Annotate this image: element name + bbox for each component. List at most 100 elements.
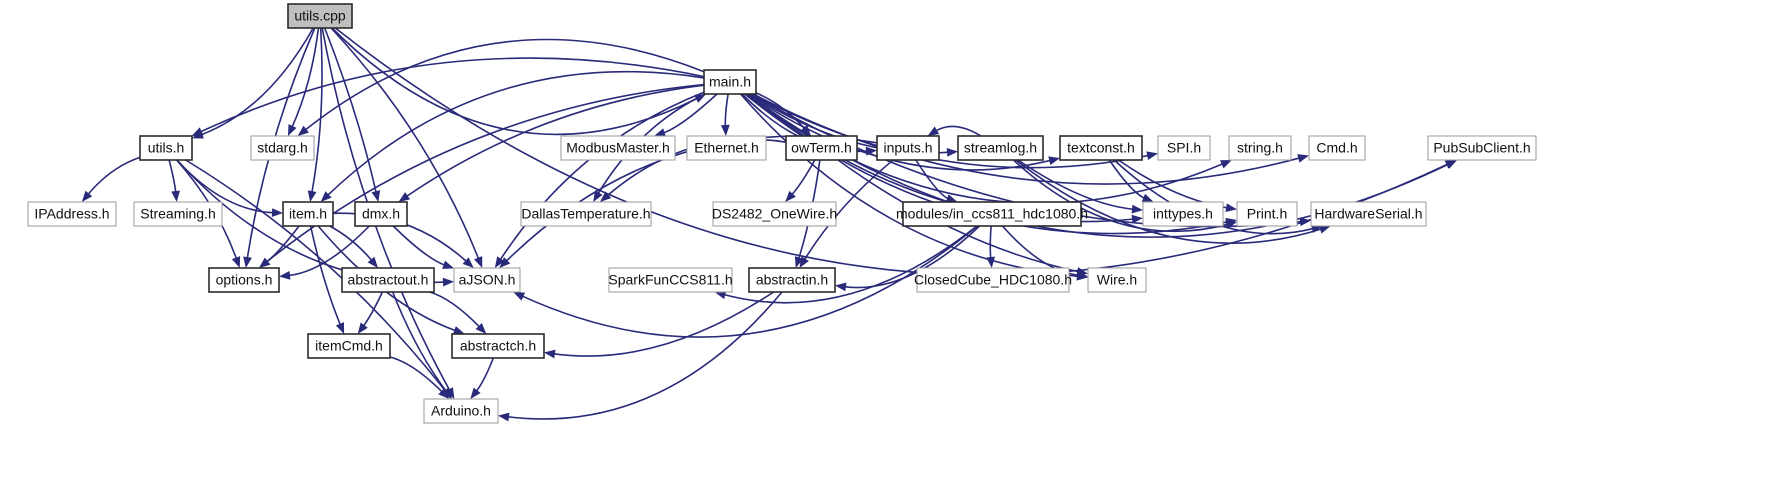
edge-arrowhead — [335, 322, 345, 334]
node-arduino-h[interactable]: Arduino.h — [423, 398, 499, 424]
node-hit-area[interactable] — [786, 136, 857, 160]
node-box — [1308, 135, 1366, 161]
edge-main_h-to-item_h — [326, 70, 705, 197]
node-print-h[interactable]: Print.h — [1236, 201, 1298, 227]
edge-arrowhead — [231, 256, 241, 268]
node-abstractin-h[interactable]: abstractin.h — [748, 267, 836, 293]
node-options-h[interactable]: options.h — [208, 267, 280, 293]
edge-arrowhead — [1220, 160, 1232, 169]
edge-arrowhead — [927, 126, 940, 136]
node-hit-area[interactable] — [355, 202, 407, 226]
node-ds2482-onewire-h[interactable]: DS2482_OneWire.h — [712, 201, 837, 227]
node-inputs-h[interactable]: inputs.h — [876, 135, 940, 161]
node-hit-area[interactable] — [308, 334, 390, 358]
edge-utils_cpp-to-utils_h — [200, 27, 314, 136]
node-ajson-h[interactable]: aJSON.h — [453, 267, 521, 293]
node-hit-area[interactable] — [917, 268, 1069, 292]
node-owterm-h[interactable]: owTerm.h — [785, 135, 858, 161]
node-hardwareserial-h[interactable]: HardwareSerial.h — [1310, 201, 1427, 227]
node-ethernet-h[interactable]: Ethernet.h — [686, 135, 767, 161]
node-hit-area[interactable] — [749, 268, 835, 292]
node-dallastemperature-h[interactable]: DallasTemperature.h — [520, 201, 652, 227]
node-wire-h[interactable]: Wire.h — [1087, 267, 1147, 293]
node-hit-area[interactable] — [454, 268, 520, 292]
node-hit-area[interactable] — [342, 268, 434, 292]
node-box — [453, 267, 521, 293]
node-sparkfunccs811-h[interactable]: SparkFunCCS811.h — [608, 267, 733, 293]
node-hit-area[interactable] — [251, 136, 314, 160]
node-hit-area[interactable] — [877, 136, 939, 160]
node-hit-area[interactable] — [1143, 202, 1223, 226]
edge-utils_h-to-streaming_h — [168, 159, 177, 194]
edge-abstractout_h-to-itemcmd_h — [362, 291, 384, 328]
node-cmd-h[interactable]: Cmd.h — [1308, 135, 1366, 161]
edge-arrowhead — [1445, 160, 1458, 169]
node-hit-area[interactable] — [713, 202, 836, 226]
edge-utils_h-to-arduino_h — [185, 159, 447, 393]
node-spi-h[interactable]: SPI.h — [1157, 135, 1211, 161]
edge-arrowhead — [1131, 214, 1143, 224]
node-box — [354, 201, 408, 227]
node-hit-area[interactable] — [452, 334, 544, 358]
edge-arrowhead — [946, 148, 958, 157]
edge-arrowhead — [81, 190, 93, 202]
edge-itemcmd_h-to-arduino_h — [389, 356, 444, 394]
node-abstractch-h[interactable]: abstractch.h — [451, 333, 545, 359]
edge-utils_cpp-to-main_h — [331, 27, 699, 136]
node-hit-area[interactable] — [1088, 268, 1146, 292]
node-pubsubclient-h[interactable]: PubSubClient.h — [1427, 135, 1537, 161]
edge-utils_cpp-to-pubsubclient_h — [334, 27, 1449, 276]
node-modules-ccs811-h[interactable]: modules/in_ccs811_hdc1080.h — [896, 201, 1088, 227]
node-hit-area[interactable] — [1311, 202, 1426, 226]
node-hit-area[interactable] — [288, 4, 352, 28]
node-hit-area[interactable] — [1237, 202, 1297, 226]
node-textconst-h[interactable]: textconst.h — [1059, 135, 1143, 161]
node-hit-area[interactable] — [209, 268, 279, 292]
node-box — [785, 135, 858, 161]
node-itemcmd-h[interactable]: itemCmd.h — [307, 333, 391, 359]
node-hit-area[interactable] — [687, 136, 766, 160]
node-hit-area[interactable] — [561, 136, 675, 160]
edge-arrowhead — [271, 208, 283, 218]
edge-arrowhead — [513, 292, 526, 301]
edge-arrowhead — [1048, 156, 1060, 165]
edge-main_h-to-dmx_h — [405, 84, 705, 198]
node-hit-area[interactable] — [1158, 136, 1210, 160]
node-main-h[interactable]: main.h — [703, 69, 757, 95]
node-utils-h[interactable]: utils.h — [139, 135, 193, 161]
node-box — [1228, 135, 1292, 161]
node-hit-area[interactable] — [903, 202, 1081, 226]
node-streaming-h[interactable]: Streaming.h — [133, 201, 223, 227]
node-dmx-h[interactable]: dmx.h — [354, 201, 408, 227]
node-string-h[interactable]: string.h — [1228, 135, 1292, 161]
node-hit-area[interactable] — [958, 136, 1043, 160]
node-closedcube-h[interactable]: ClosedCube_HDC1080.h — [914, 267, 1072, 293]
node-hit-area[interactable] — [283, 202, 333, 226]
node-modbusmaster-h[interactable]: ModbusMaster.h — [560, 135, 676, 161]
node-streamlog-h[interactable]: streamlog.h — [957, 135, 1044, 161]
node-hit-area[interactable] — [28, 202, 116, 226]
node-hit-area[interactable] — [521, 202, 651, 226]
node-hit-area[interactable] — [1309, 136, 1365, 160]
node-box — [139, 135, 193, 161]
node-inttypes-h[interactable]: inttypes.h — [1142, 201, 1224, 227]
edge-arrowhead — [297, 125, 309, 136]
node-stdarg-h[interactable]: stdarg.h — [250, 135, 315, 161]
node-abstractout-h[interactable]: abstractout.h — [341, 267, 435, 293]
node-hit-area[interactable] — [1060, 136, 1142, 160]
node-hit-area[interactable] — [1428, 136, 1536, 160]
node-utils-cpp[interactable]: utils.cpp — [287, 3, 353, 29]
node-box — [703, 69, 757, 95]
node-item-h[interactable]: item.h — [282, 201, 334, 227]
node-box — [1310, 201, 1427, 227]
edge-arrowhead — [654, 128, 666, 137]
node-hit-area[interactable] — [704, 70, 756, 94]
node-ipaddress-h[interactable]: IPAddress.h — [27, 201, 117, 227]
edge-arrowhead — [243, 256, 252, 268]
node-hit-area[interactable] — [134, 202, 222, 226]
node-hit-area[interactable] — [424, 399, 498, 423]
edge-arrowhead — [499, 257, 511, 268]
node-hit-area[interactable] — [609, 268, 732, 292]
node-hit-area[interactable] — [140, 136, 192, 160]
node-hit-area[interactable] — [1229, 136, 1291, 160]
